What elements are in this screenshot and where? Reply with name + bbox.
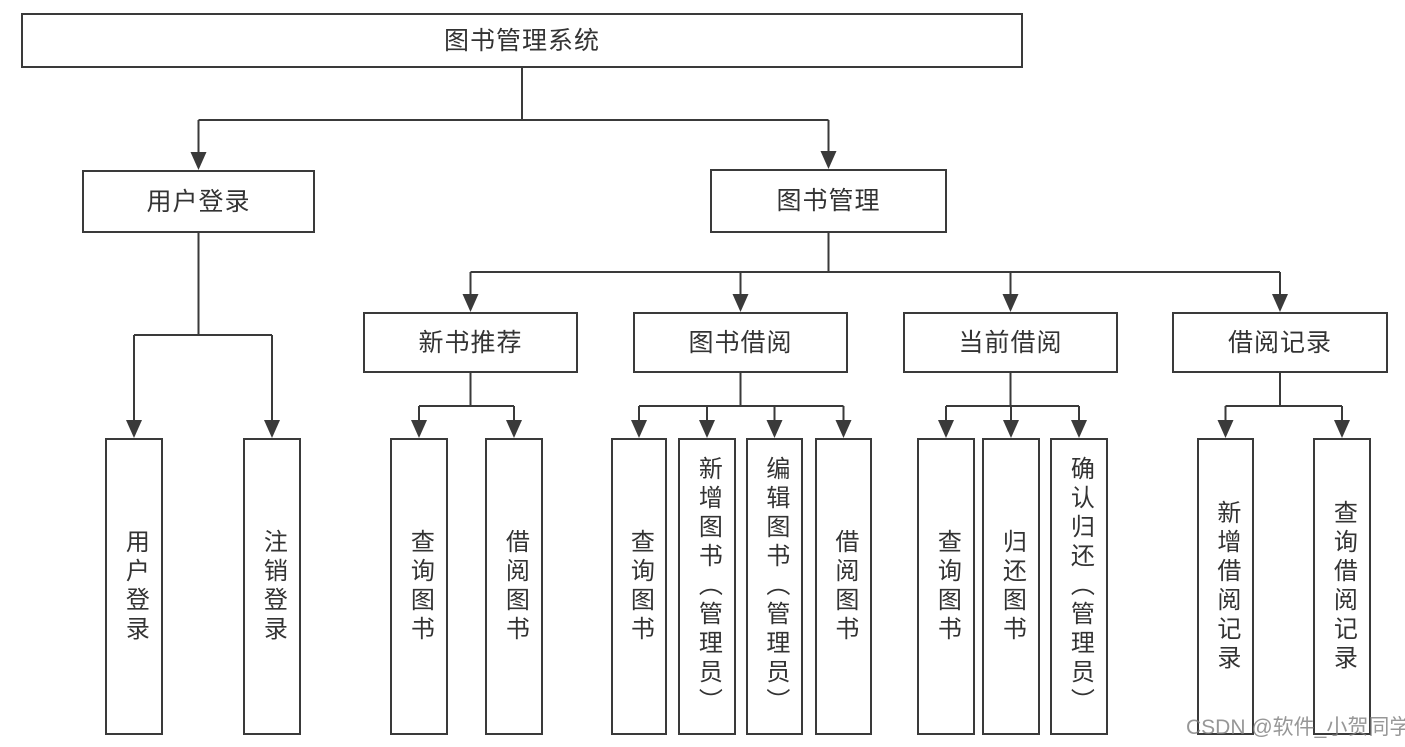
node-new-book-recommend: 新书推荐 bbox=[363, 312, 578, 373]
arrowhead-icon bbox=[1003, 420, 1019, 438]
arrowhead-icon bbox=[506, 420, 522, 438]
csdn-watermark: CSDN @软件_小贺同学 bbox=[1186, 716, 1405, 739]
node-current-borrow: 当前借阅 bbox=[903, 312, 1118, 373]
connector-records-to-children bbox=[1217, 373, 1350, 438]
arrowhead-icon bbox=[190, 152, 207, 170]
leaf-recommend-borrow-books-label: 借阅图书 bbox=[501, 528, 529, 645]
leaf-recommend-query-books-label: 查询图书 bbox=[406, 528, 434, 645]
node-root-label: 图书管理系统 bbox=[443, 26, 600, 55]
leaf-add-borrow-record-label: 新增借阅记录 bbox=[1212, 499, 1240, 674]
arrowhead-icon bbox=[126, 420, 142, 438]
node-book-management: 图书管理 bbox=[710, 169, 947, 233]
leaf-recommend-borrow-books: 借阅图书 bbox=[485, 438, 543, 735]
node-book-management-label: 图书管理 bbox=[776, 187, 881, 215]
node-current-borrow-label: 当前借阅 bbox=[958, 328, 1063, 357]
leaf-current-query-books: 查询图书 bbox=[917, 438, 975, 735]
arrowhead-icon bbox=[1217, 420, 1234, 438]
node-new-book-recommend-label: 新书推荐 bbox=[418, 328, 523, 357]
leaf-user-login: 用户登录 bbox=[105, 438, 163, 735]
leaf-borrow-books: 借阅图书 bbox=[815, 438, 872, 735]
leaf-logout-label: 注销登录 bbox=[259, 528, 287, 645]
leaf-add-book-admin: 新增图书（管理员） bbox=[678, 438, 736, 735]
leaf-return-book: 归还图书 bbox=[982, 438, 1040, 735]
leaf-add-borrow-record: 新增借阅记录 bbox=[1197, 438, 1254, 735]
arrowhead-icon bbox=[411, 420, 427, 438]
arrowhead-icon bbox=[699, 420, 715, 438]
connector-current-to-children bbox=[938, 373, 1087, 438]
leaf-confirm-return-admin-label: 确认归还（管理员） bbox=[1066, 456, 1094, 717]
arrowhead-icon bbox=[1002, 294, 1019, 312]
leaf-edit-book-admin-label: 编辑图书（管理员） bbox=[761, 456, 789, 717]
leaf-edit-book-admin: 编辑图书（管理员） bbox=[746, 438, 803, 735]
leaf-query-borrow-record: 查询借阅记录 bbox=[1313, 438, 1371, 735]
node-root: 图书管理系统 bbox=[21, 13, 1023, 68]
leaf-borrow-query-books-label: 查询图书 bbox=[626, 528, 654, 645]
node-book-borrow-label: 图书借阅 bbox=[688, 328, 793, 357]
leaf-borrow-query-books: 查询图书 bbox=[611, 438, 667, 735]
arrowhead-icon bbox=[1071, 420, 1087, 438]
arrowhead-icon bbox=[732, 294, 749, 312]
connector-root-to-level2 bbox=[190, 68, 837, 170]
connector-recommend-to-children bbox=[411, 373, 522, 438]
arrowhead-icon bbox=[1272, 294, 1288, 312]
arrowhead-icon bbox=[766, 420, 783, 438]
node-borrow-records: 借阅记录 bbox=[1172, 312, 1388, 373]
arrowhead-icon bbox=[462, 294, 479, 312]
node-user-login-label: 用户登录 bbox=[146, 187, 251, 216]
leaf-logout: 注销登录 bbox=[243, 438, 301, 735]
arrowhead-icon bbox=[631, 420, 647, 438]
connector-bookmgmt-to-level3 bbox=[462, 233, 1288, 312]
leaf-confirm-return-admin: 确认归还（管理员） bbox=[1050, 438, 1108, 735]
connector-login-to-children bbox=[126, 233, 280, 438]
leaf-current-query-books-label: 查询图书 bbox=[933, 528, 961, 645]
leaf-user-login-label: 用户登录 bbox=[121, 528, 149, 645]
leaf-return-book-label: 归还图书 bbox=[998, 528, 1026, 645]
arrowhead-icon bbox=[1334, 420, 1350, 438]
node-book-borrow: 图书借阅 bbox=[633, 312, 848, 373]
leaf-borrow-books-label: 借阅图书 bbox=[830, 528, 858, 645]
leaf-query-borrow-record-label: 查询借阅记录 bbox=[1329, 499, 1357, 674]
connector-borrow-to-children bbox=[631, 373, 852, 438]
arrowhead-icon bbox=[820, 151, 837, 169]
leaf-recommend-query-books: 查询图书 bbox=[390, 438, 448, 735]
arrowhead-icon bbox=[938, 420, 954, 438]
leaf-add-book-admin-label: 新增图书（管理员） bbox=[694, 456, 722, 717]
arrowhead-icon bbox=[835, 420, 852, 438]
node-borrow-records-label: 借阅记录 bbox=[1227, 328, 1332, 357]
node-user-login: 用户登录 bbox=[82, 170, 315, 233]
arrowhead-icon bbox=[264, 420, 280, 438]
